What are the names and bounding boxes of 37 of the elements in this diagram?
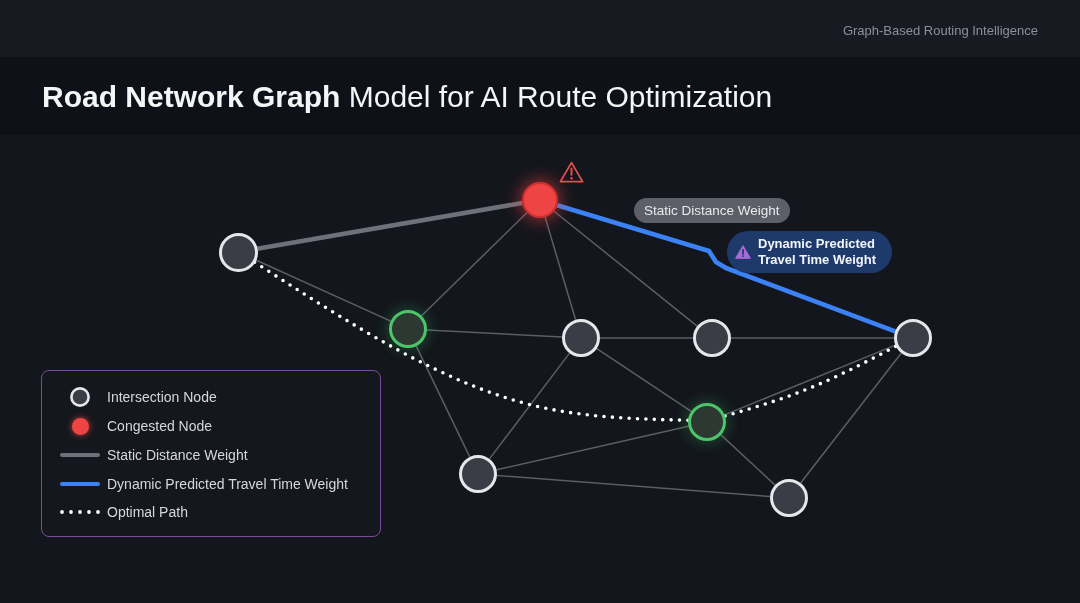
legend-label: Optimal Path	[107, 503, 188, 521]
road-link	[420, 211, 528, 317]
legend-label: Dynamic Predicted Travel Time Weight	[107, 475, 348, 493]
page-title: Road Network Graph Model for AI Route Optimization	[42, 79, 773, 115]
weight-label: Dynamic Predicted Travel Time Weight	[758, 236, 877, 268]
intersection-node	[894, 319, 932, 357]
route-node	[389, 310, 427, 348]
weight-tag	[634, 198, 790, 223]
road-link	[496, 474, 771, 498]
weighted-road-link	[556, 203, 896, 334]
legend-label: Static Distance Weight	[107, 446, 248, 464]
road-link	[426, 329, 563, 338]
road-link	[596, 347, 692, 413]
road-link	[599, 337, 694, 339]
road-link	[255, 259, 392, 322]
intersection-node	[693, 319, 731, 357]
intersection-node	[770, 479, 808, 517]
road-link	[730, 337, 895, 339]
intersection-node	[562, 319, 600, 357]
intersection-node	[218, 232, 258, 272]
legend-label: Intersection Node	[107, 388, 217, 406]
route-node	[688, 403, 726, 441]
tagline: Graph-Based Routing Intelligence	[842, 23, 1038, 39]
road-link	[544, 216, 577, 321]
road-link	[720, 434, 776, 486]
congested-node	[522, 182, 558, 218]
optimal-path-line	[252, 260, 690, 423]
road-link	[488, 352, 571, 460]
legend-label: Congested Node	[107, 417, 213, 435]
road-link	[799, 352, 903, 484]
road-link	[553, 210, 698, 327]
road-link	[495, 425, 690, 471]
weighted-road-link	[256, 200, 523, 251]
intersection-node	[459, 455, 497, 493]
weight-tag	[727, 231, 892, 273]
road-link	[415, 345, 471, 458]
weight-label: Static Distance Weight	[644, 203, 780, 218]
